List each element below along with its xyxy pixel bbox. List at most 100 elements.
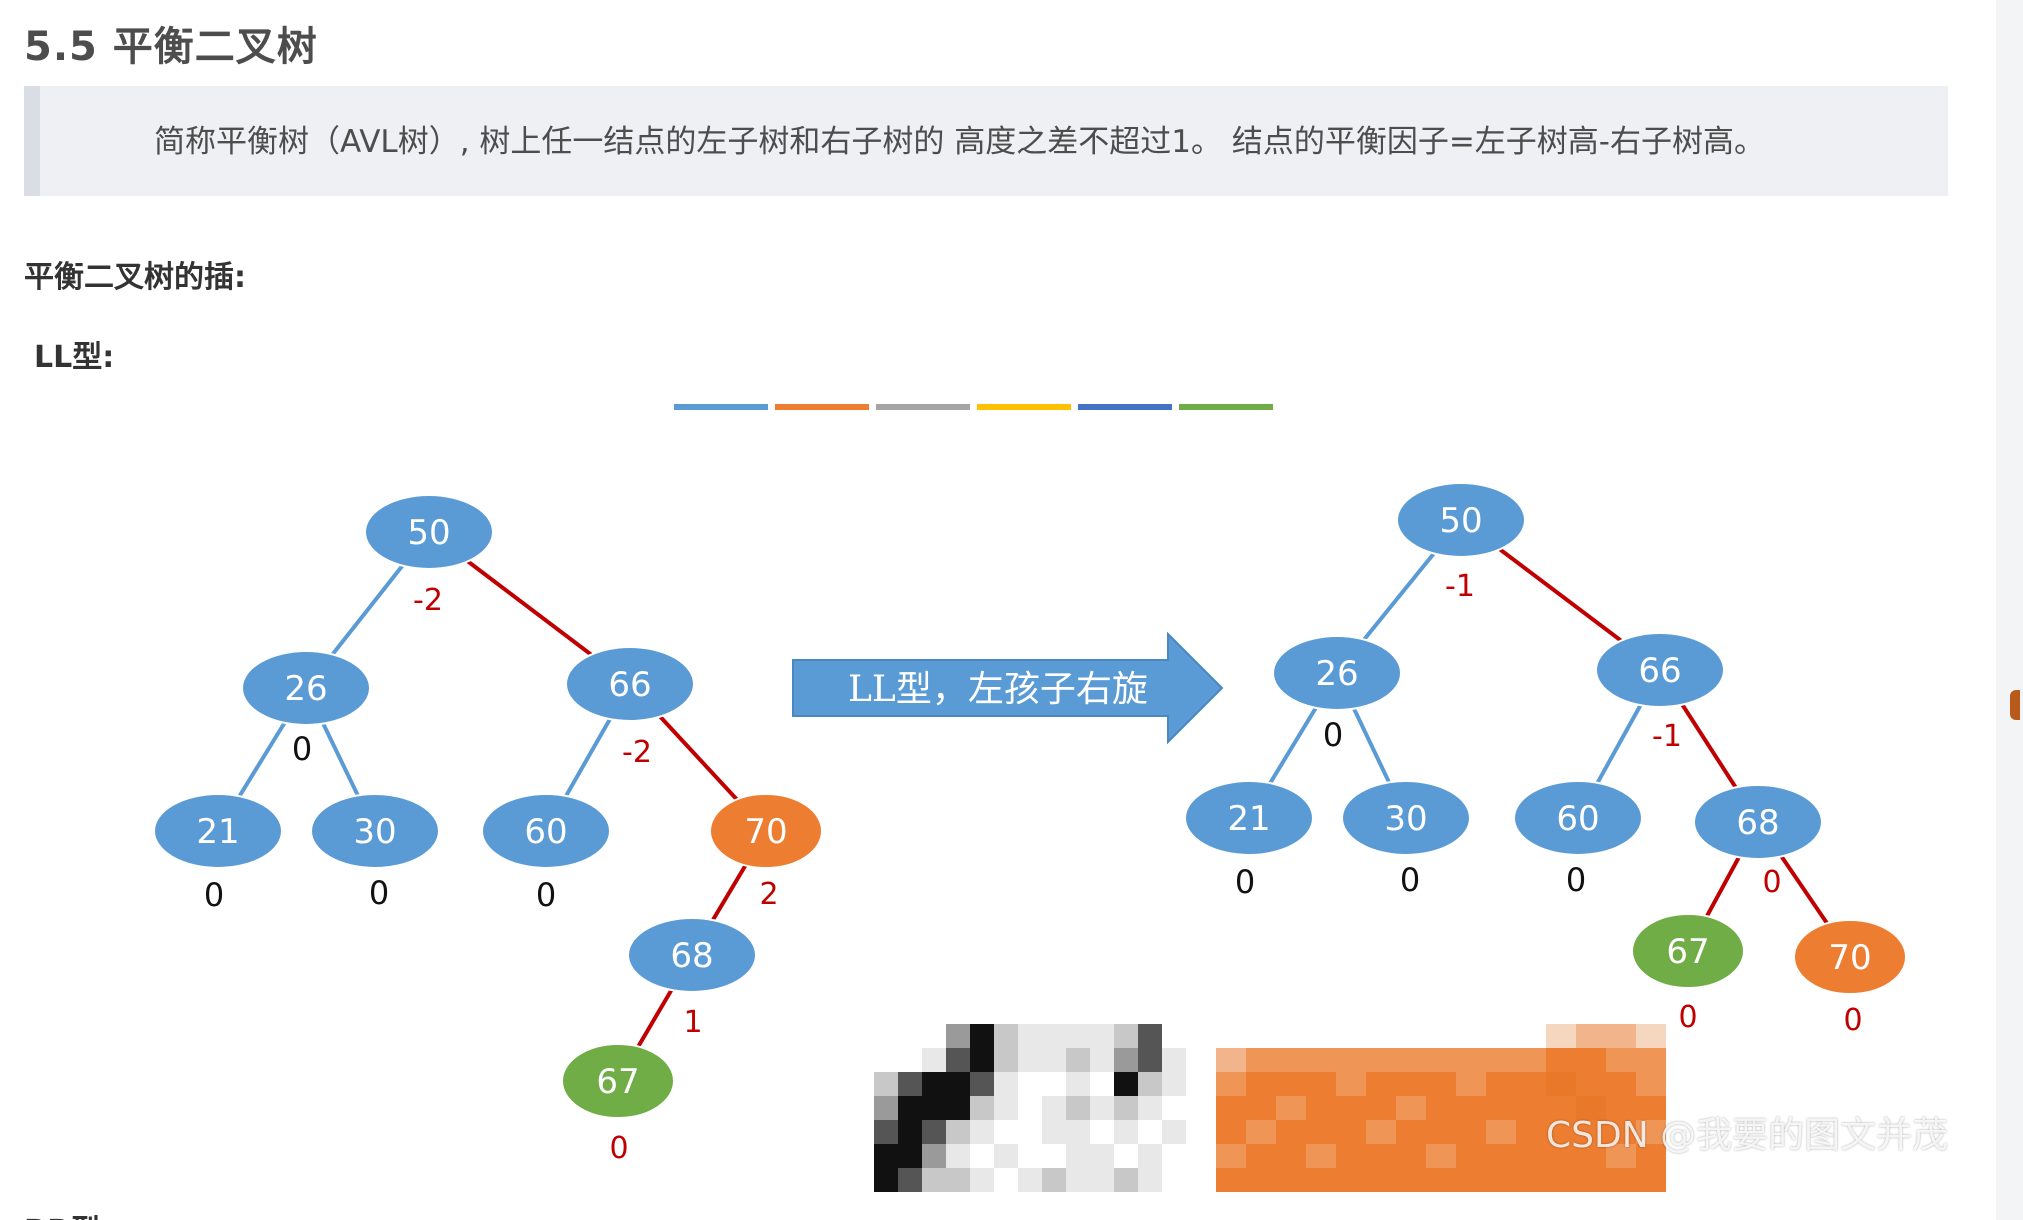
node-label: 66	[608, 665, 651, 705]
pixel-tile	[874, 1024, 898, 1048]
pixel-tile	[1066, 1024, 1090, 1048]
pixel-tile	[874, 1072, 898, 1096]
pixel-tile	[1066, 1096, 1090, 1120]
pixel-tile	[1516, 1048, 1546, 1072]
tree-node-30	[310, 793, 440, 869]
pixel-tile	[1306, 1144, 1336, 1168]
pixel-tile	[1636, 1048, 1666, 1072]
pixel-tile	[970, 1120, 994, 1144]
node-label: 66	[1638, 651, 1681, 691]
pixel-tile	[1216, 1144, 1246, 1168]
legend-color-strip	[674, 404, 1273, 410]
node-label: 26	[284, 669, 327, 709]
pixel-tile	[1546, 1024, 1576, 1048]
pixel-tile	[1306, 1096, 1336, 1120]
pixel-tile	[946, 1096, 970, 1120]
pixel-tile	[1162, 1144, 1186, 1168]
pixel-tile	[1162, 1048, 1186, 1072]
balance-factor: -2	[413, 583, 443, 618]
pixel-tile	[1336, 1048, 1366, 1072]
legend-swatch	[1078, 404, 1172, 410]
pixel-tile	[1216, 1096, 1246, 1120]
legend-swatch	[977, 404, 1071, 410]
definition-blockquote: 简称平衡树（AVL树）, 树上任一结点的左子树和右子树的 高度之差不超过1。 结…	[24, 86, 1948, 196]
pixel-tile	[1576, 1168, 1606, 1192]
pixel-tile	[1486, 1048, 1516, 1072]
tree-node-60	[481, 793, 611, 869]
pixel-tile	[1456, 1072, 1486, 1096]
pixel-tile	[1042, 1072, 1066, 1096]
legend-swatch	[1179, 404, 1273, 410]
pixel-tile	[1018, 1072, 1042, 1096]
pixel-tile	[1606, 1144, 1636, 1168]
pixel-tile	[1162, 1096, 1186, 1120]
node-label: 60	[1556, 799, 1599, 839]
pixel-tile	[1576, 1144, 1606, 1168]
balance-factor: 0	[1843, 1003, 1862, 1038]
pixel-tile	[1276, 1168, 1306, 1192]
balance-factor: 2	[759, 877, 778, 912]
side-widget-tab[interactable]	[2010, 690, 2020, 720]
pixel-tile	[1396, 1024, 1426, 1048]
pixel-tile	[1546, 1144, 1576, 1168]
pixel-tile	[1018, 1096, 1042, 1120]
tree-node-60	[1513, 780, 1643, 856]
page-right-gutter	[1996, 0, 2023, 1220]
pixel-tile	[1114, 1168, 1138, 1192]
pixel-tile	[994, 1120, 1018, 1144]
pixel-tile	[1216, 1048, 1246, 1072]
pixel-tile	[922, 1096, 946, 1120]
pixel-tile	[1306, 1168, 1336, 1192]
pixel-tile	[1138, 1048, 1162, 1072]
node-label: 70	[744, 812, 787, 852]
pixel-tile	[922, 1024, 946, 1048]
pixel-tile	[898, 1072, 922, 1096]
pixel-tile	[1114, 1024, 1138, 1048]
pixel-tile	[1114, 1072, 1138, 1096]
pixel-tile	[1090, 1168, 1114, 1192]
pixel-tile	[1042, 1096, 1066, 1120]
pixel-tile	[1396, 1072, 1426, 1096]
tree-node-26	[1272, 635, 1402, 711]
pixel-tile	[1042, 1120, 1066, 1144]
pixel-tile	[1546, 1168, 1576, 1192]
pixel-tile	[922, 1072, 946, 1096]
pixel-tile	[1138, 1120, 1162, 1144]
pixel-tile	[1306, 1120, 1336, 1144]
pixel-tile	[1216, 1024, 1246, 1048]
pixel-tile	[1516, 1120, 1546, 1144]
pixel-tile	[1396, 1120, 1426, 1144]
pixel-tile	[1396, 1144, 1426, 1168]
pixel-tile	[1456, 1168, 1486, 1192]
pixel-tile	[1090, 1024, 1114, 1048]
pixel-tile	[1090, 1144, 1114, 1168]
pixel-tile	[1516, 1168, 1546, 1192]
pixel-tile	[1456, 1120, 1486, 1144]
pixel-tile	[1246, 1144, 1276, 1168]
balance-factor: 0	[204, 876, 224, 914]
tree-node-21	[153, 793, 283, 869]
node-label: 70	[1828, 938, 1871, 978]
pixel-tile	[1306, 1072, 1336, 1096]
pixel-tile	[898, 1144, 922, 1168]
pixel-tile	[1636, 1168, 1666, 1192]
pixel-tile	[1306, 1048, 1336, 1072]
pixel-tile	[1366, 1120, 1396, 1144]
pixel-tile	[1090, 1048, 1114, 1072]
node-label: 67	[596, 1062, 639, 1102]
pixel-tile	[1138, 1024, 1162, 1048]
balance-factor: 0	[369, 874, 389, 912]
pixel-tile	[1042, 1168, 1066, 1192]
pixel-tile	[1546, 1072, 1576, 1096]
node-label: 50	[1439, 501, 1482, 541]
pixel-tile	[1216, 1120, 1246, 1144]
pixel-tile	[1138, 1168, 1162, 1192]
csdn-watermark: CSDN @我要的图文并茂	[1546, 1115, 1949, 1156]
pixelated-image-block	[874, 1024, 1666, 1192]
pixel-tile	[1516, 1096, 1546, 1120]
pixel-tile	[1606, 1048, 1636, 1072]
pixel-tile	[1606, 1168, 1636, 1192]
pixel-tile	[1426, 1072, 1456, 1096]
